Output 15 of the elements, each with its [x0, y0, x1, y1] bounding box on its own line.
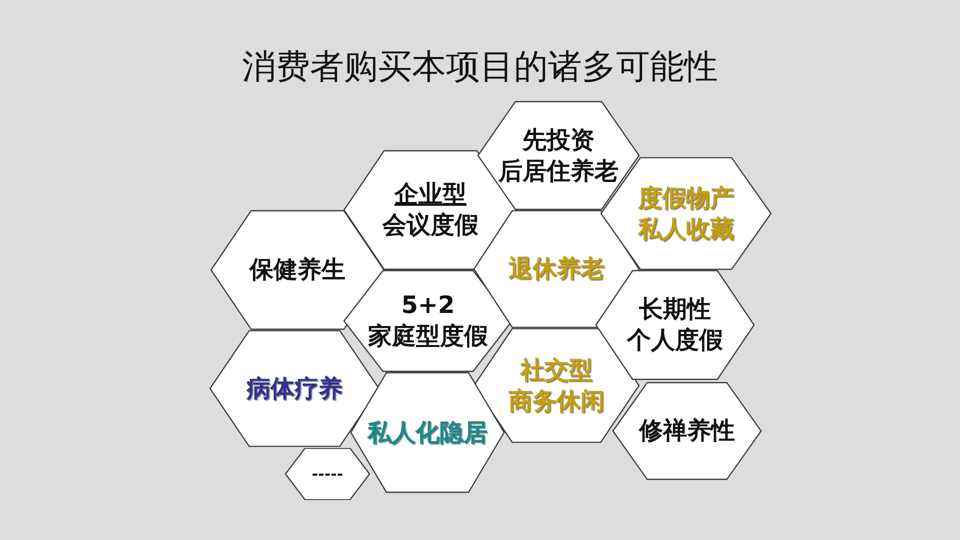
tile-label: 保健养生: [250, 254, 346, 286]
hexagon-tile: [612, 382, 762, 480]
tile-label: 私人化隐居: [368, 416, 488, 448]
tile-label: 病体疗养: [246, 372, 342, 404]
page-title: 消费者购买本项目的诸多可能性: [242, 47, 718, 87]
tile-label: 先投资后居住养老: [498, 124, 618, 186]
tile-label: 社交型商务休闲: [508, 354, 604, 416]
tile-label: 长期性个人度假: [627, 294, 723, 356]
tile-label: 退休养老: [508, 253, 604, 284]
tile-label: 企业型会议度假: [382, 178, 478, 241]
tile-label: 度假物产私人收藏: [638, 182, 734, 244]
tile-label: 修禅养性: [639, 415, 735, 446]
tile-label: -----: [312, 464, 344, 484]
hexagon-tile: [350, 372, 505, 493]
tile-label: 5+2家庭型度假: [368, 290, 488, 352]
